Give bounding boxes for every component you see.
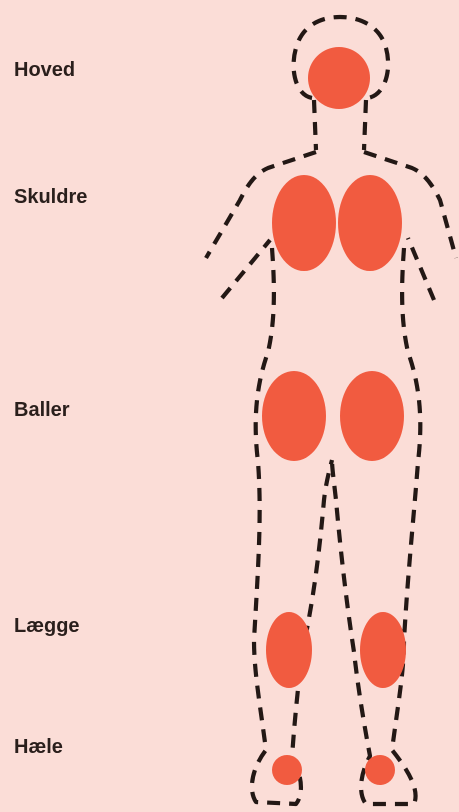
neck-outline-right xyxy=(364,100,366,150)
calf-spot-right xyxy=(360,612,406,688)
left-arm-inner xyxy=(222,240,270,298)
right-side-outline xyxy=(332,248,420,804)
buttock-spot-right xyxy=(340,371,404,461)
body-outline xyxy=(206,17,456,804)
heel-spot-right xyxy=(365,755,395,785)
calf-spot-left xyxy=(266,612,312,688)
pressure-spots xyxy=(262,47,406,785)
shoulder-spot-left xyxy=(272,175,336,271)
buttock-spot-left xyxy=(262,371,326,461)
shoulder-spot-right xyxy=(338,175,402,271)
head-spot xyxy=(308,47,370,109)
heel-spot-left xyxy=(272,755,302,785)
left-side-outline xyxy=(252,248,332,804)
right-arm-inner xyxy=(408,238,434,300)
neck-outline-left xyxy=(314,100,316,150)
